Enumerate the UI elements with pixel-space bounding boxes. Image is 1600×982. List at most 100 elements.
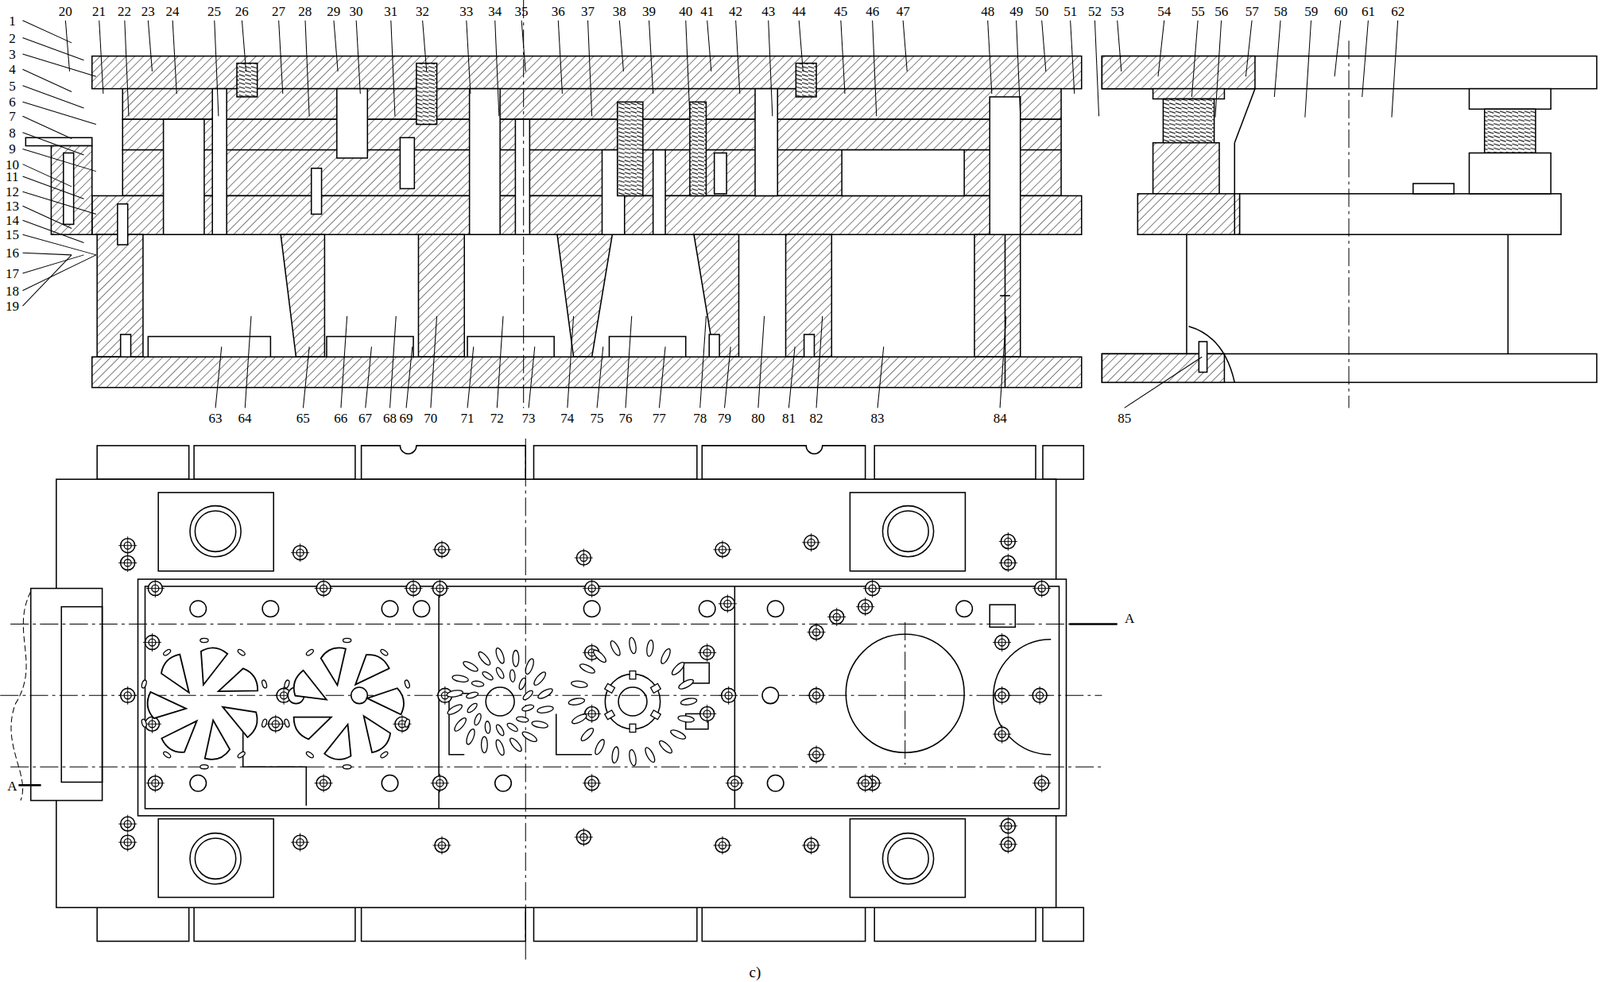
die-part (146, 579, 165, 598)
die-part (712, 540, 732, 559)
die-part (650, 683, 662, 694)
die-part (22, 234, 96, 256)
die-part (992, 633, 1012, 652)
die-part (342, 638, 351, 643)
die-part (1042, 907, 1084, 942)
callout-number: 36 (550, 3, 566, 20)
die-part (193, 445, 356, 480)
die-part (804, 334, 815, 357)
callout-number: 44 (791, 3, 807, 20)
die-part (670, 660, 686, 677)
die-part (96, 907, 190, 942)
die-part (480, 670, 494, 682)
callout-number: 1 (7, 12, 17, 28)
die-part (974, 234, 1021, 357)
die-part (127, 536, 128, 555)
callout-number: 61 (1360, 3, 1376, 20)
callout-number: 50 (1034, 3, 1050, 20)
callout-number: 39 (641, 3, 657, 20)
callout-number: 33 (458, 3, 474, 20)
die-part (305, 20, 310, 117)
die-part (472, 712, 483, 727)
die-part (159, 710, 204, 758)
die-part (430, 774, 450, 793)
die-part (140, 719, 148, 729)
die-part (856, 774, 875, 793)
die-part (987, 20, 992, 94)
die-part (1305, 20, 1312, 118)
die-part (629, 671, 636, 680)
die-part (863, 579, 882, 598)
die-part (366, 688, 405, 717)
die-part (143, 633, 162, 652)
die-part (608, 639, 622, 658)
callout-number: 7 (7, 108, 17, 124)
die-part (361, 445, 527, 480)
die-part (680, 697, 698, 706)
callout-number: 73 (521, 410, 537, 427)
callout-number: 23 (140, 3, 156, 20)
die-part (1185, 234, 1188, 354)
die-part (1507, 234, 1509, 354)
die-part (515, 716, 529, 724)
die-part (379, 751, 389, 760)
die-part (162, 751, 172, 760)
die-part (1198, 341, 1207, 373)
die-part (583, 600, 601, 618)
die-part (236, 648, 246, 657)
die-part (172, 20, 177, 94)
die-part (0, 695, 1102, 697)
die-part (1001, 725, 1003, 744)
die-part (1239, 193, 1562, 235)
die-part (189, 506, 241, 558)
die-part (351, 687, 369, 705)
die-part (236, 63, 258, 97)
die-part (61, 607, 102, 783)
die-part (999, 835, 1018, 854)
die-part (523, 0, 524, 408)
die-part (701, 445, 865, 480)
die-part (22, 176, 84, 199)
die-part (992, 725, 1012, 744)
callout-number: 14 (4, 213, 20, 229)
callout-number: 59 (1303, 3, 1319, 20)
die-part (992, 686, 1012, 706)
die-part (10, 767, 1102, 768)
die-part (151, 633, 153, 652)
die-part (200, 765, 209, 770)
die-part (22, 220, 84, 243)
die-part (1334, 20, 1341, 78)
die-part (591, 579, 593, 598)
die-part (627, 749, 637, 768)
die-part (570, 712, 589, 726)
die-part (120, 334, 132, 357)
die-part (195, 718, 232, 763)
callout-number: 78 (692, 410, 708, 427)
die-part (767, 600, 784, 618)
callout-number: 46 (864, 3, 880, 20)
callout-number: 4 (7, 61, 17, 78)
die-part (1070, 20, 1075, 94)
callout-number: 28 (297, 3, 313, 20)
die-part (810, 533, 812, 552)
die-part (163, 119, 205, 235)
callout-number: 52 (1087, 3, 1103, 20)
die-part (902, 20, 907, 72)
die-part (356, 20, 361, 94)
die-part (629, 724, 636, 733)
die-part (189, 833, 241, 885)
callout-number: A (1123, 610, 1136, 626)
callout-number: 71 (459, 410, 475, 427)
die-part (381, 774, 399, 792)
die-part (1484, 108, 1536, 153)
die-part (127, 686, 128, 706)
die-part (495, 666, 506, 681)
die-part (118, 536, 137, 555)
callout-number: 18 (4, 282, 20, 299)
die-part (214, 666, 261, 708)
die-part (261, 719, 268, 729)
callout-number: 60 (1332, 3, 1349, 20)
die-part (611, 746, 620, 764)
die-part (416, 63, 438, 125)
die-part (194, 838, 236, 880)
